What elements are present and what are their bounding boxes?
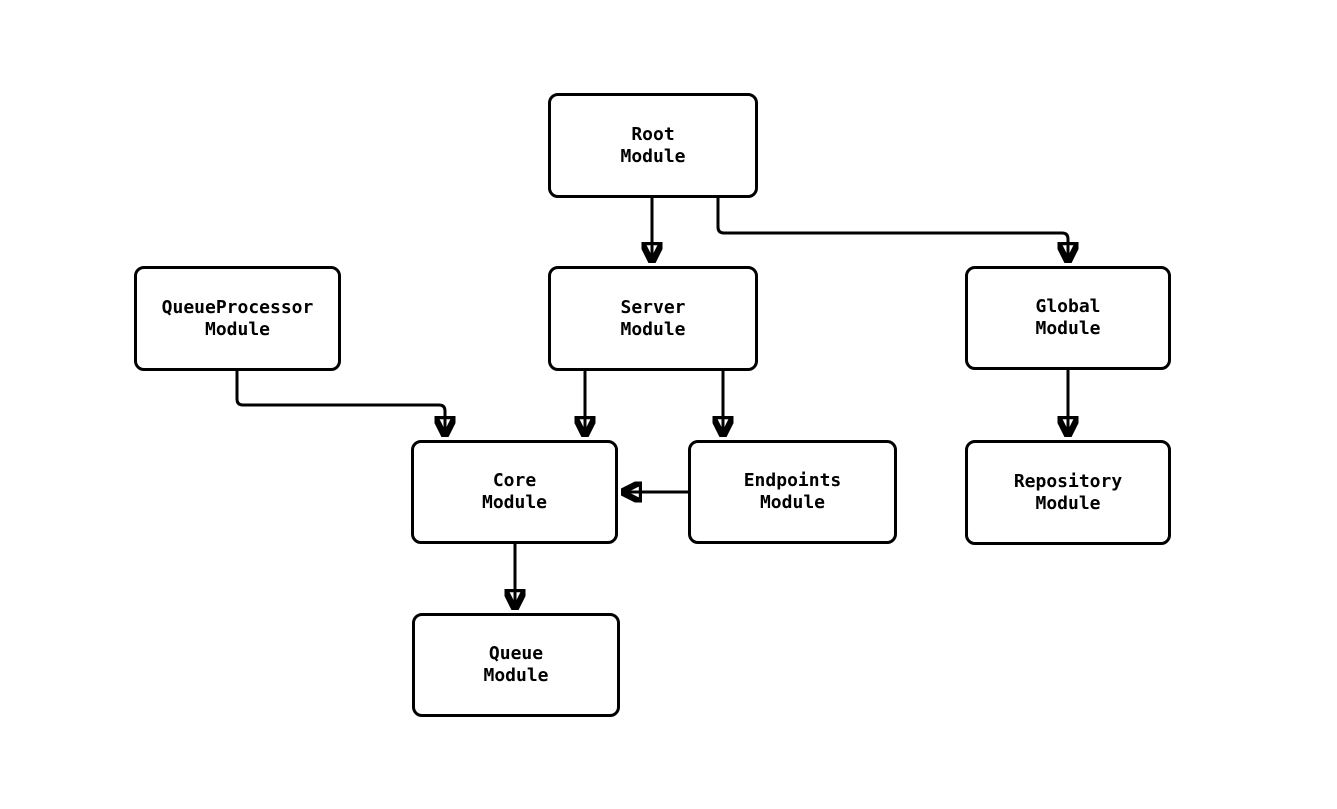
node-queue-module-label: Queue Module	[483, 643, 549, 686]
node-server-module-label: Server Module	[620, 296, 686, 340]
node-queue-module: Queue Module	[412, 613, 620, 717]
edge-root-to-global	[716, 198, 1068, 262]
node-endpoints-module-label: Endpoints Module	[743, 470, 842, 513]
node-server-module: Server Module	[548, 266, 758, 371]
edge-queueprocessor-to-core	[235, 371, 445, 436]
node-repository-module-label: Repository Module	[1013, 470, 1123, 514]
node-queueprocessor-module-label: QueueProcessor Module	[161, 296, 314, 340]
node-global-module: Global Module	[965, 266, 1171, 370]
node-repository-module: Repository Module	[965, 440, 1171, 545]
node-root-module-label: Root Module	[620, 123, 686, 167]
node-core-module-label: Core Module	[481, 470, 548, 513]
node-core-module: Core Module	[411, 440, 618, 544]
node-global-module-label: Global Module	[1035, 296, 1101, 339]
node-queueprocessor-module: QueueProcessor Module	[134, 266, 341, 371]
node-endpoints-module: Endpoints Module	[688, 440, 897, 544]
node-root-module: Root Module	[548, 93, 758, 198]
